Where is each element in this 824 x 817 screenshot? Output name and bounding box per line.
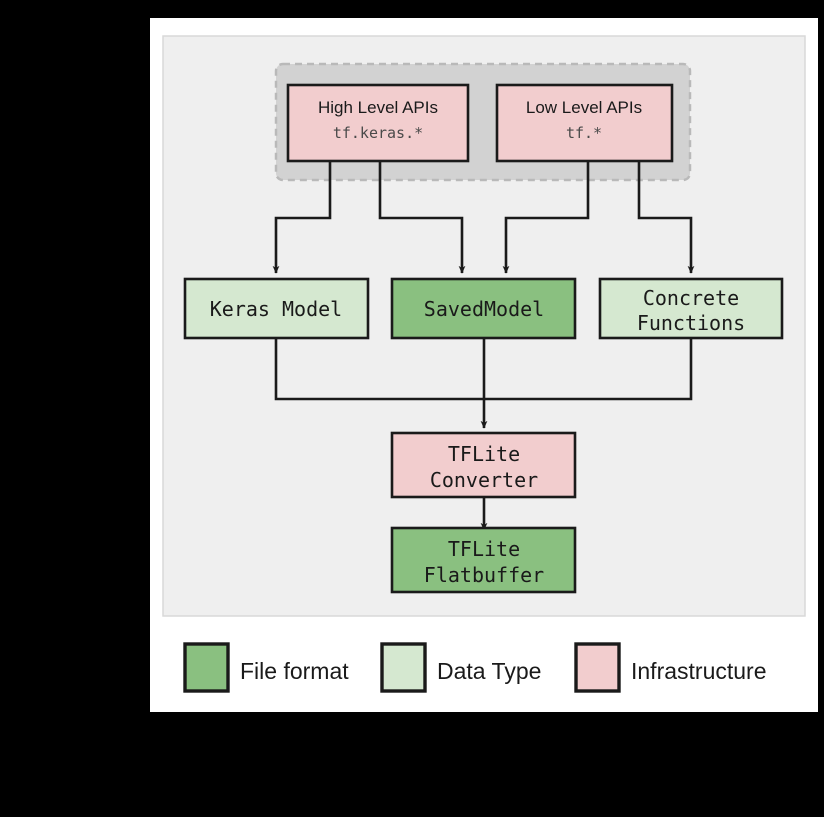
node-concrete-functions[interactable]: Concrete Functions: [598, 277, 784, 340]
legend-label-infrastructure: Infrastructure: [631, 658, 767, 684]
node-tflite-converter-line1: TFLite: [448, 442, 520, 466]
legend: File format Data Type Infrastructure: [183, 642, 767, 693]
node-saved-model-title: SavedModel: [424, 297, 544, 321]
legend-label-file-format: File format: [240, 658, 349, 684]
legend-swatch-infrastructure: [574, 642, 621, 693]
node-tflite-converter-box[interactable]: [390, 431, 577, 499]
node-tflite-converter[interactable]: TFLite Converter: [390, 431, 577, 499]
legend-swatch-data-type: [380, 642, 427, 693]
node-concrete-functions-line1: Concrete: [643, 286, 739, 310]
node-tflite-flatbuffer[interactable]: TFLite Flatbuffer: [390, 526, 577, 594]
legend-swatch-file-format: [183, 642, 230, 693]
node-tflite-flatbuffer-box[interactable]: [390, 526, 577, 594]
edge-low-level-to-concrete: [637, 161, 695, 274]
node-high-level-apis-box[interactable]: [286, 83, 470, 163]
edge-high-level-to-savedmodel: [378, 161, 466, 274]
node-concrete-functions-box[interactable]: [598, 277, 784, 340]
edge-high-level-to-keras: [272, 161, 332, 274]
connector-lines: [272, 161, 695, 531]
node-high-level-apis-subtitle: tf.keras.*: [333, 124, 423, 142]
node-keras-model-title: Keras Model: [210, 297, 342, 321]
legend-item-file-format: File format: [183, 642, 349, 693]
node-keras-model[interactable]: Keras Model: [183, 277, 370, 340]
node-saved-model[interactable]: SavedModel: [390, 277, 577, 340]
legend-item-data-type: Data Type: [380, 642, 541, 693]
node-low-level-apis-title: Low Level APIs: [526, 98, 642, 117]
node-tflite-flatbuffer-line2: Flatbuffer: [424, 563, 544, 587]
node-low-level-apis-box[interactable]: [495, 83, 674, 163]
node-high-level-apis[interactable]: High Level APIs tf.keras.*: [286, 83, 470, 163]
edge-low-level-to-savedmodel: [502, 161, 590, 274]
diagram-page: High Level APIs tf.keras.* Low Level API…: [150, 18, 818, 712]
node-high-level-apis-title: High Level APIs: [318, 98, 438, 117]
flow-diagram: High Level APIs tf.keras.* Low Level API…: [162, 35, 806, 693]
legend-label-data-type: Data Type: [437, 658, 541, 684]
node-saved-model-box[interactable]: [390, 277, 577, 340]
node-low-level-apis-subtitle: tf.*: [566, 124, 602, 142]
node-tflite-flatbuffer-line1: TFLite: [448, 537, 520, 561]
node-tflite-converter-line2: Converter: [430, 468, 538, 492]
legend-item-infrastructure: Infrastructure: [574, 642, 767, 693]
node-keras-model-box[interactable]: [183, 277, 370, 340]
node-low-level-apis[interactable]: Low Level APIs tf.*: [495, 83, 674, 163]
node-concrete-functions-line2: Functions: [637, 311, 745, 335]
